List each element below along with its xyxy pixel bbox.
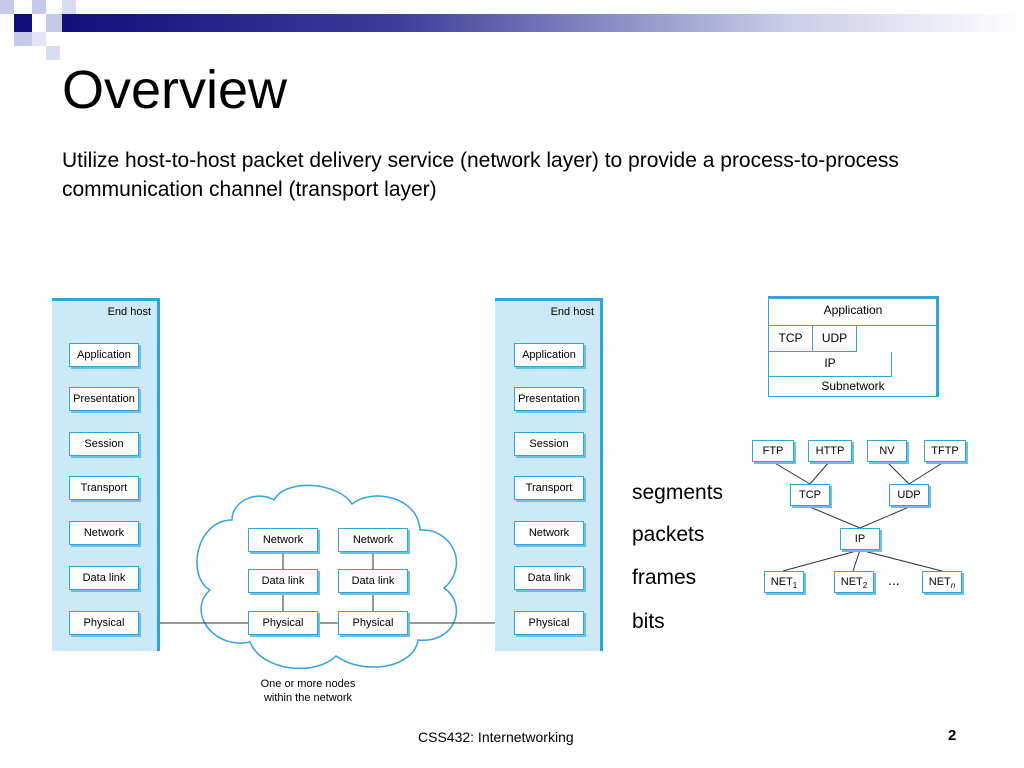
hourglass-udp: UDP: [889, 484, 929, 506]
footer-course: CSS432: Internetworking: [418, 729, 574, 745]
hourglass-nv: NV: [867, 440, 907, 462]
right-transport-layer: Transport: [514, 476, 584, 500]
hourglass-tftp: TFTP: [924, 440, 966, 462]
page-number: 2: [948, 727, 957, 744]
hourglass-ip: IP: [840, 528, 880, 550]
hourglass-ftp: FTP: [752, 440, 794, 462]
cloud-caption-line2: within the network: [263, 692, 353, 704]
net-subscript: 1: [792, 581, 798, 591]
corner-square-light: [0, 0, 14, 14]
node1-physical-layer: Physical: [248, 611, 318, 635]
right-application-layer: Application: [514, 343, 584, 367]
left-session-layer: Session: [69, 432, 139, 456]
net-prefix: NET: [840, 576, 863, 588]
hourglass-netn: NETn: [922, 571, 962, 593]
stack-tcp: TCP: [769, 326, 813, 352]
stack-udp: UDP: [813, 326, 857, 352]
left-application-layer: Application: [69, 343, 139, 367]
end-host-label: End host: [107, 306, 151, 318]
right-session-layer: Session: [514, 432, 584, 456]
left-presentation-layer: Presentation: [69, 387, 139, 411]
internet-protocol-stack: Application TCP UDP IP Subnetwork: [768, 296, 939, 397]
unit-label-frames: frames: [632, 566, 697, 589]
corner-square-light: [62, 0, 76, 14]
hourglass-tcp: TCP: [790, 484, 830, 506]
left-datalink-layer: Data link: [69, 566, 139, 590]
net-subscript: 2: [862, 581, 868, 591]
node2-datalink-layer: Data link: [338, 569, 408, 593]
unit-label-bits: bits: [632, 610, 665, 633]
unit-label-segments: segments: [632, 481, 724, 504]
corner-square-light: [14, 32, 32, 46]
net-prefix: NET: [770, 576, 793, 588]
header-gradient-bar: [62, 14, 1024, 32]
node2-physical-layer: Physical: [338, 611, 408, 635]
stack-application: Application: [769, 299, 937, 326]
right-presentation-layer: Presentation: [514, 387, 584, 411]
node-connectors: [282, 552, 374, 611]
page-subtitle: Utilize host-to-host packet delivery ser…: [62, 149, 899, 201]
hourglass-ellipsis: ...: [888, 572, 900, 588]
unit-label-packets: packets: [632, 523, 705, 546]
corner-square-light: [46, 46, 60, 60]
stack-ip: IP: [769, 352, 892, 377]
corner-square-light: [32, 32, 46, 46]
node1-datalink-layer: Data link: [248, 569, 318, 593]
left-network-layer: Network: [69, 521, 139, 545]
corner-square-light: [46, 14, 62, 32]
node1-network-layer: Network: [248, 528, 318, 552]
hourglass-http: HTTP: [808, 440, 852, 462]
cloud-caption: One or more nodes within the network: [238, 677, 378, 705]
right-network-layer: Network: [514, 521, 584, 545]
page-title: Overview: [62, 60, 288, 120]
left-physical-layer: Physical: [69, 611, 139, 635]
cloud-caption-line1: One or more nodes: [260, 678, 356, 690]
right-physical-layer: Physical: [514, 611, 584, 635]
corner-square-navy: [14, 14, 32, 32]
hourglass-net1: NET1: [764, 571, 804, 593]
network-cloud-icon: [196, 484, 458, 669]
corner-square-light: [32, 0, 46, 14]
net-prefix: NET: [928, 576, 951, 588]
net-subscript: n: [950, 581, 956, 591]
stack-subnetwork: Subnetwork: [821, 379, 885, 393]
right-datalink-layer: Data link: [514, 566, 584, 590]
node2-network-layer: Network: [338, 528, 408, 552]
hourglass-connectors: [772, 461, 945, 572]
hourglass-net2: NET2: [834, 571, 874, 593]
end-host-label: End host: [550, 306, 594, 318]
left-transport-layer: Transport: [69, 476, 139, 500]
